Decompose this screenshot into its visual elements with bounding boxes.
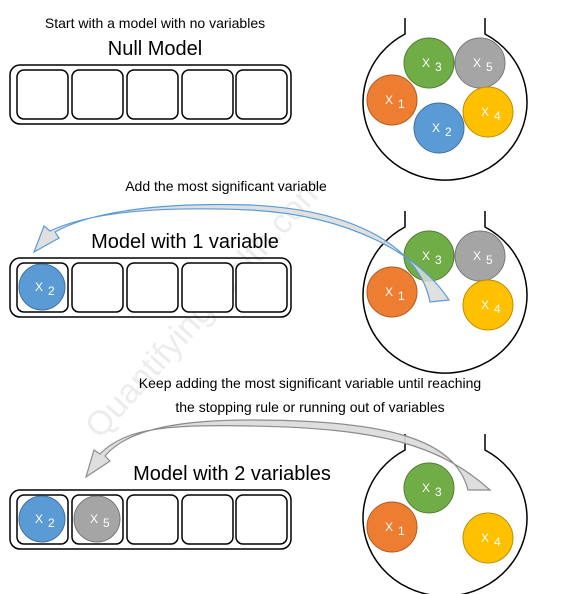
slots-frame <box>9 257 292 318</box>
ball-label: X <box>385 520 393 534</box>
slot-3 <box>126 262 179 313</box>
slots-frame <box>9 64 292 125</box>
variable-pool-1: X 3 X 5 X 1 X 4 X 2 <box>362 18 528 181</box>
model-slots-one: X 2 <box>9 257 292 318</box>
ball-sub: 4 <box>494 302 501 316</box>
ball-sub: 2 <box>48 516 55 530</box>
model-slots-null <box>9 64 292 125</box>
step2-title: Model with 1 variable <box>91 231 279 253</box>
curved-arrow-2 <box>84 419 492 491</box>
curved-arrow-1 <box>32 203 451 303</box>
ball-x1: X 1 <box>366 501 418 553</box>
slot-1 <box>16 69 69 120</box>
ball-label: X <box>385 93 393 107</box>
ball-x5: X 5 <box>454 37 506 89</box>
ball-label: X <box>422 481 430 495</box>
step-two-variables: Keep adding the most significant variabl… <box>9 375 528 594</box>
ball-label: X <box>422 56 430 70</box>
ball-sub: 4 <box>494 535 501 549</box>
step1-title: Null Model <box>108 38 202 60</box>
slot-3 <box>126 494 179 545</box>
ball-sub: 5 <box>486 253 493 267</box>
variable-pool-3 <box>362 434 528 594</box>
step2-caption: Add the most significant variable <box>125 178 327 194</box>
slots-frame <box>9 489 292 550</box>
slot-4 <box>181 69 234 120</box>
step1-caption: Start with a model with no variables <box>45 15 265 31</box>
ball-x3: X 3 <box>403 462 455 514</box>
ball-x2: X 2 <box>413 102 465 154</box>
slot-4 <box>181 262 234 313</box>
ball-label: X <box>481 531 489 545</box>
step-null-model: Start with a model with no variables Nul… <box>9 15 528 181</box>
ball-x5: X 5 <box>454 230 506 282</box>
step3-title: Model with 2 variables <box>133 463 331 485</box>
ball-x1: X 1 <box>366 266 418 318</box>
slot-3 <box>126 69 179 120</box>
ball-x3: X 3 <box>403 230 455 282</box>
variable-pool-2: X 3 X 5 X 1 X 4 <box>362 211 528 374</box>
slot-5 <box>235 262 288 313</box>
model-slots-two: X 2 X 5 <box>9 489 292 550</box>
variable-pool-3-balls: X 3 X 1 X 4 <box>366 462 514 564</box>
slot-5 <box>235 494 288 545</box>
ball-x1: X 1 <box>366 74 418 126</box>
ball-label: X <box>473 249 481 263</box>
ball-sub: 5 <box>103 516 110 530</box>
step-one-variable: Add the most significant variable X 3 X … <box>9 178 528 374</box>
ball-sub: 3 <box>435 60 442 74</box>
ball-x5: X 5 <box>73 495 121 543</box>
ball-label: X <box>35 512 43 526</box>
ball-sub: 3 <box>435 253 442 267</box>
ball-sub: 1 <box>398 97 405 111</box>
ball-sub: 1 <box>398 289 405 303</box>
pool-bag <box>362 18 528 181</box>
step3-caption-line2: the stopping rule or running out of vari… <box>175 399 444 415</box>
slot-5 <box>235 69 288 120</box>
ball-label: X <box>473 56 481 70</box>
ball-label: X <box>422 249 430 263</box>
ball-x2: X 2 <box>18 495 66 543</box>
ball-label: X <box>432 121 440 135</box>
ball-label: X <box>385 285 393 299</box>
pool-bag <box>362 434 528 594</box>
ball-x2: X 2 <box>18 263 66 311</box>
slot-2 <box>71 69 124 120</box>
ball-label: X <box>35 280 43 294</box>
ball-label: X <box>90 512 98 526</box>
ball-sub: 2 <box>48 284 55 298</box>
ball-label: X <box>481 105 489 119</box>
ball-sub: 4 <box>494 109 501 123</box>
ball-label: X <box>481 298 489 312</box>
ball-sub: 2 <box>445 125 452 139</box>
ball-sub: 5 <box>486 60 493 74</box>
ball-sub: 3 <box>435 485 442 499</box>
ball-x3: X 3 <box>403 37 455 89</box>
pool-bag <box>362 211 528 374</box>
slot-2 <box>71 262 124 313</box>
ball-x4: X 4 <box>462 512 514 564</box>
ball-x4: X 4 <box>462 86 514 138</box>
ball-x4: X 4 <box>462 279 514 331</box>
step3-caption-line1: Keep adding the most significant variabl… <box>139 375 481 391</box>
slot-4 <box>181 494 234 545</box>
ball-sub: 1 <box>398 524 405 538</box>
